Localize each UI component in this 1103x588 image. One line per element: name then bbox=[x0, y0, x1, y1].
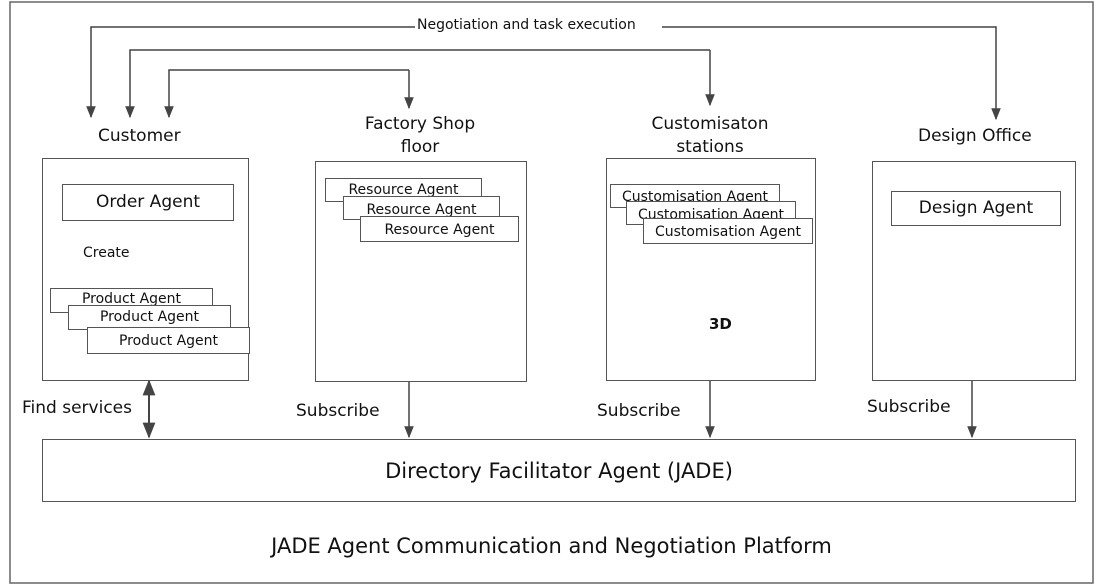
platform-frame bbox=[9, 1, 1094, 584]
design-agent-box: Design Agent bbox=[891, 191, 1061, 226]
create-label: Create bbox=[83, 245, 130, 261]
negotiation-label: Negotiation and task execution bbox=[415, 17, 638, 34]
directory-facilitator-box: Directory Facilitator Agent (JADE) bbox=[42, 439, 1076, 502]
printer-3d-label: 3D bbox=[709, 315, 732, 333]
negotiation-arrow-inner bbox=[164, 69, 409, 119]
negotiation-arrows bbox=[86, 26, 1001, 121]
subscribe-label-custom: Subscribe bbox=[597, 401, 681, 421]
directory-facilitator-label: Directory Facilitator Agent (JADE) bbox=[385, 458, 733, 483]
design-title: Design Office bbox=[918, 126, 1032, 146]
subscribe-label-design: Subscribe bbox=[867, 397, 951, 417]
factory-title-line1: Factory Shop bbox=[364, 114, 476, 134]
negotiation-arrow-outer bbox=[86, 26, 415, 119]
negotiation-arrow-middle bbox=[125, 49, 710, 119]
negotiation-arrow-design bbox=[662, 26, 1001, 121]
customisation-agent-box-3: Customisation Agent bbox=[643, 218, 813, 244]
customer-title: Customer bbox=[98, 126, 181, 146]
platform-label: JADE Agent Communication and Negotiation… bbox=[271, 534, 832, 558]
product-agent-box-3: Product Agent bbox=[87, 327, 250, 354]
subscribe-label-factory: Subscribe bbox=[296, 401, 380, 421]
find-services-label: Find services bbox=[22, 398, 132, 418]
customisation-title-line1: Customisaton bbox=[651, 114, 769, 134]
product-agent-box-2: Product Agent bbox=[68, 305, 231, 330]
order-agent-box: Order Agent bbox=[62, 184, 234, 221]
resource-agent-box-3: Resource Agent bbox=[360, 216, 519, 242]
customisation-title-line2: stations bbox=[676, 137, 744, 157]
factory-title-line2: floor bbox=[400, 137, 440, 157]
